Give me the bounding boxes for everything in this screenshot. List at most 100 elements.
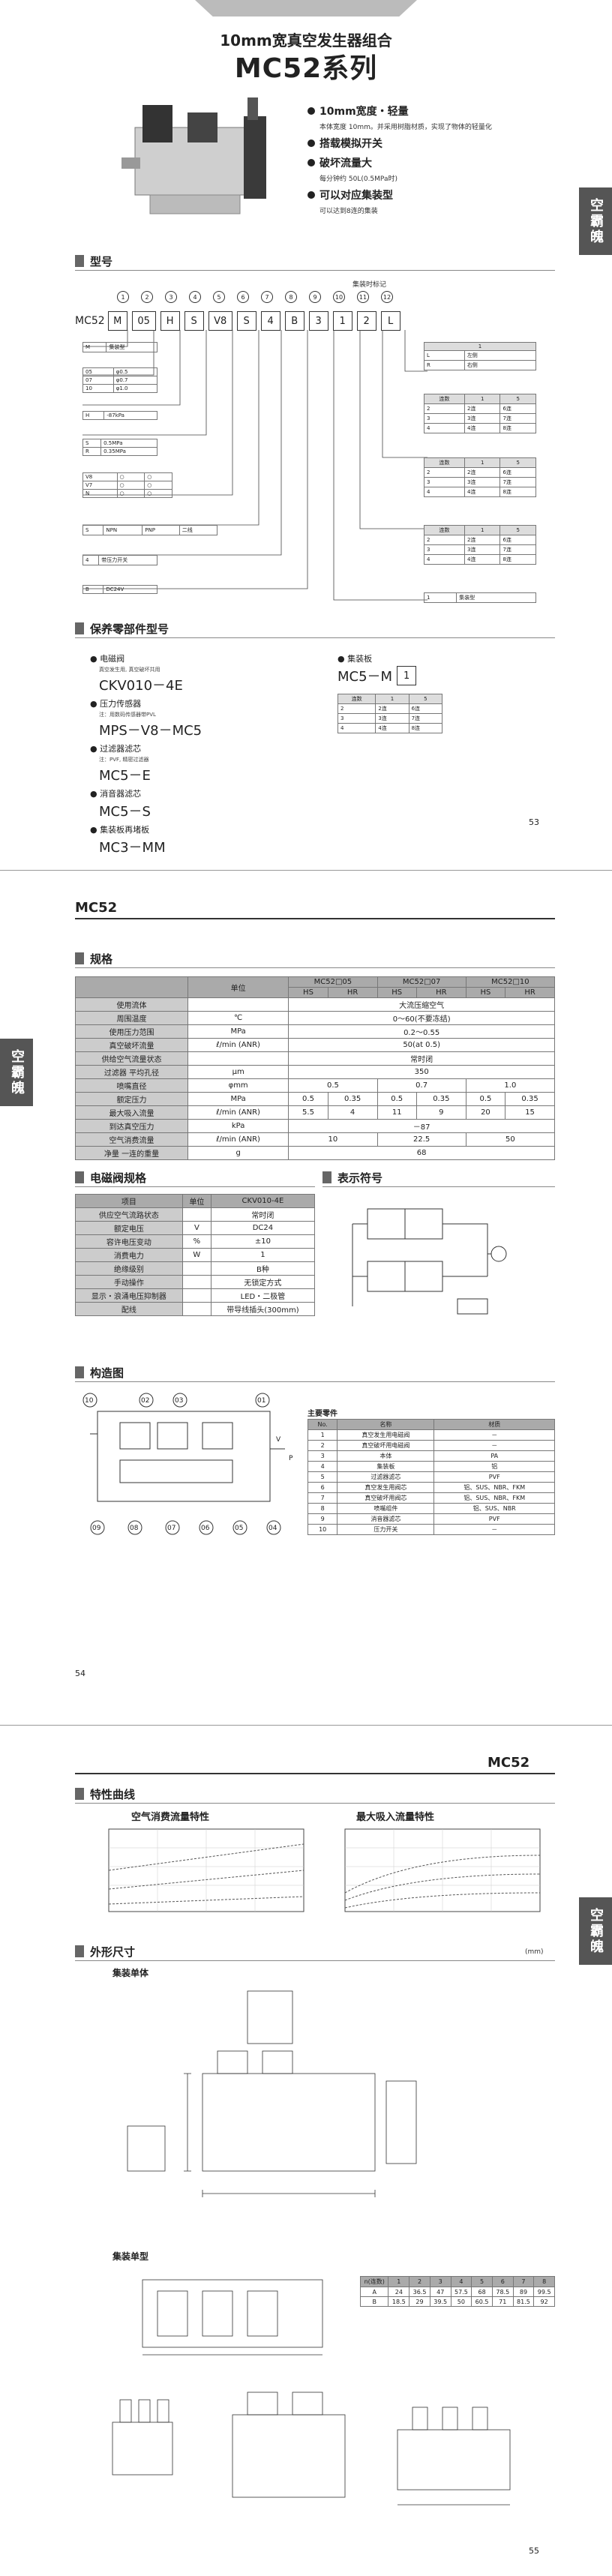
feature-list: 10mm宽度・轻量 本体宽度 10mm。并采用树脂材质，实现了物体的轻量化 搭载… bbox=[308, 99, 555, 217]
model-code: MC52 M 05 H S V8 S 4 B 3 1 2 L bbox=[75, 311, 405, 331]
pneumatic-symbol-diagram bbox=[352, 1208, 507, 1315]
struct-label: 06 bbox=[201, 1525, 210, 1532]
catalog-page-55: MC52 空霸魄 特性曲线 空气消费流量特性 最大吸入流量特性 外形尺寸 (mm… bbox=[0, 1747, 612, 2576]
table-row: 配线带导线插头(300mm) bbox=[75, 1302, 316, 1316]
bullet-icon bbox=[308, 159, 315, 166]
model-base: MC52 bbox=[75, 315, 105, 327]
part-item: ● 电磁阀 bbox=[90, 654, 125, 664]
section-rule bbox=[75, 1960, 555, 1961]
model-code-box: S bbox=[184, 311, 204, 331]
model-code-box: V8 bbox=[208, 311, 232, 331]
section-model-header: 型号 bbox=[75, 253, 112, 268]
model-code-box: M bbox=[107, 311, 128, 331]
part-item: ● 消音器滤芯 bbox=[90, 789, 142, 799]
part-item: ● 压力传感器 bbox=[90, 699, 142, 709]
option-number: 12 bbox=[381, 291, 393, 303]
page-divider bbox=[0, 870, 612, 871]
section-rule bbox=[75, 1381, 555, 1382]
product-subtitle: 10mm宽真空发生器组合 bbox=[220, 31, 392, 49]
model-code-box: 3 bbox=[308, 311, 328, 331]
table-row: 手动操作无锁定方式 bbox=[75, 1275, 316, 1289]
section-rule bbox=[75, 1186, 315, 1187]
section-rule bbox=[75, 637, 555, 638]
struct-label: 08 bbox=[130, 1525, 139, 1532]
struct-label: 01 bbox=[257, 1397, 266, 1405]
part-code: MPS－V8－MC5 bbox=[99, 723, 202, 739]
option-number: 3 bbox=[165, 291, 177, 303]
model-code-box: 4 bbox=[260, 311, 280, 331]
option-number: 5 bbox=[213, 291, 225, 303]
parts-list: ● 电磁阀 真空发生用, 真空破坏共用 CKV010－4E ● 压力传感器 注：… bbox=[90, 654, 202, 856]
page-number: 54 bbox=[75, 1669, 86, 1678]
bullet-icon bbox=[308, 139, 315, 147]
section-rule bbox=[322, 1186, 555, 1187]
manifold-code: MC5－M 1 bbox=[338, 666, 421, 685]
part-code: CKV010－4E bbox=[99, 678, 183, 694]
manifold-top-drawing bbox=[142, 2279, 323, 2356]
model-code-box: 1 bbox=[332, 311, 352, 331]
manifold-front-drawing bbox=[112, 2392, 511, 2506]
chart-title: 最大吸入流量特性 bbox=[356, 1812, 435, 1823]
product-title: MC52系列 bbox=[234, 53, 378, 84]
feature-item: 10mm宽度・轻量 bbox=[308, 103, 555, 118]
option-number: 1 bbox=[117, 291, 129, 303]
feature-item: 可以对应集装型 bbox=[308, 187, 555, 202]
option-number: 9 bbox=[309, 291, 321, 303]
option-number: 10 bbox=[333, 291, 345, 303]
option-number-row: 1 2 3 4 5 6 7 8 9 10 11 12 bbox=[117, 291, 405, 303]
part-item: ● 集装板再堵板 bbox=[90, 825, 150, 835]
port-label: V bbox=[276, 1436, 281, 1444]
option-number: 7 bbox=[261, 291, 273, 303]
part-code: MC5－E bbox=[99, 768, 151, 784]
model-code-box: L bbox=[380, 311, 400, 331]
section-char-header: 特性曲线 bbox=[75, 1786, 135, 1801]
table-row: 使用流体大流压缩空气 bbox=[75, 997, 555, 1012]
part-code: MC5－S bbox=[99, 804, 151, 820]
option-table: V8○○V7○○N○○ bbox=[82, 472, 172, 498]
section-symbol-header: 表示符号 bbox=[322, 1170, 382, 1185]
side-category-tab: 空霸魄 bbox=[0, 1039, 33, 1106]
model-code-box: H bbox=[160, 311, 180, 331]
header-rule bbox=[75, 918, 555, 919]
feature-desc: 可以达到8连的集装 bbox=[320, 208, 378, 215]
struct-label: 07 bbox=[167, 1525, 176, 1532]
page-number: 55 bbox=[529, 2546, 539, 2556]
table-row: 供应空气流路状态常时闭 bbox=[75, 1207, 316, 1222]
section-parts-header: 保养零部件型号 bbox=[75, 621, 169, 636]
page-number: 53 bbox=[529, 817, 539, 827]
air-consumption-chart bbox=[108, 1828, 304, 1912]
side-category-tab: 空霸魄 bbox=[579, 1897, 612, 1965]
section-dim-header: 外形尺寸 bbox=[75, 1944, 135, 1959]
title-banner bbox=[195, 0, 417, 16]
catalog-page-53: 10mm宽真空发生器组合 MC52系列 空霸魄 10mm宽度・轻量 本体宽度 1… bbox=[0, 0, 612, 856]
struct-label: 04 bbox=[268, 1525, 278, 1532]
single-dimension-drawing bbox=[127, 1990, 417, 2197]
model-code-box: B bbox=[284, 311, 304, 331]
page-divider bbox=[0, 1725, 612, 1726]
dim-subhead-manifold: 集装单型 bbox=[112, 2251, 149, 2262]
page-header: MC52 bbox=[488, 1755, 530, 1771]
table-row: 供给空气流量状态常时闭 bbox=[75, 1051, 555, 1066]
